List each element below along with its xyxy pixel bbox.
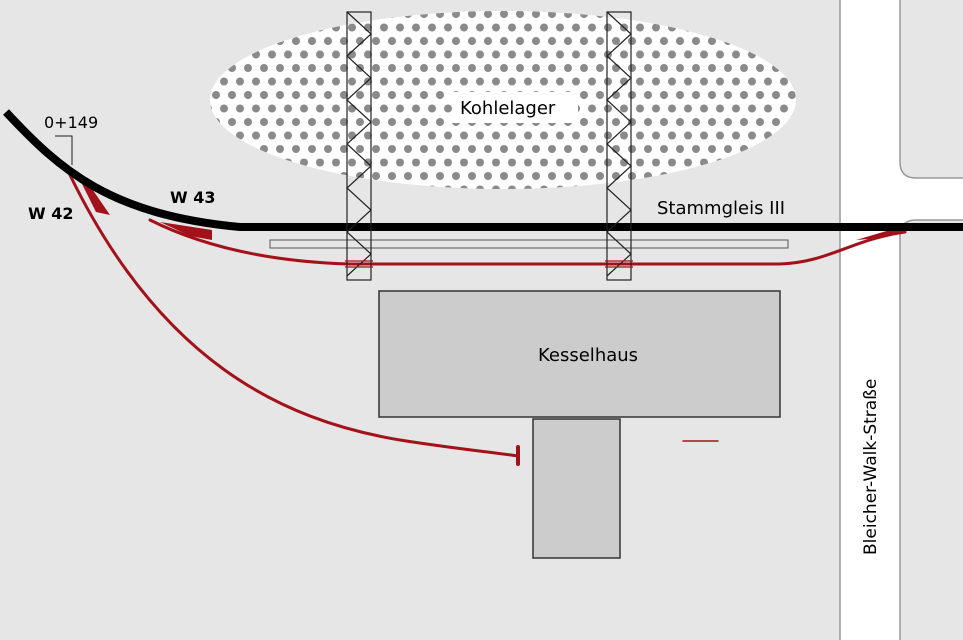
coal-storage-label: Kohlelager <box>460 98 556 119</box>
switch-42-label: W 42 <box>28 204 73 223</box>
siding-loop <box>148 218 907 266</box>
loading-platform <box>269 239 789 249</box>
main-track <box>3 109 963 231</box>
street-label: Bleicher-Walk-Straße <box>861 379 881 555</box>
siding-tracks <box>68 173 907 466</box>
main-track-label: Stammgleis III <box>657 198 785 219</box>
crane-tower-right <box>606 11 632 281</box>
switch-frogs <box>82 180 905 240</box>
coal-label-bg <box>452 92 578 123</box>
switch-43-label: W 43 <box>170 188 215 207</box>
boiler-house-building <box>378 290 781 418</box>
boiler-house-label: Kesselhaus <box>538 345 638 366</box>
crane-tower-left <box>346 11 372 281</box>
switch-frog-w42 <box>82 180 110 215</box>
switch-frog-w43 <box>160 222 212 240</box>
switch-frog-east <box>856 230 905 240</box>
tower-track-marks <box>345 260 633 268</box>
siding-to-boiler-house <box>68 173 520 458</box>
chainage-label: 0+149 <box>44 113 98 132</box>
boiler-house-annex <box>532 418 621 559</box>
chainage-marker <box>55 135 73 165</box>
